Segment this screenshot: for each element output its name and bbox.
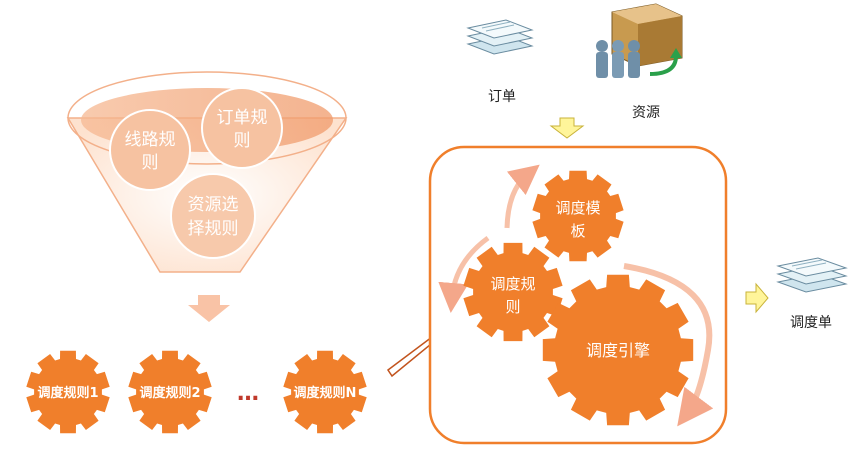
template-line1: 调度模 (555, 199, 600, 217)
output-arrow (745, 282, 769, 314)
rule-circle-route (109, 109, 191, 191)
instance-label-n: 调度规则N (294, 385, 357, 401)
gear-shape (542, 274, 694, 426)
funnel-rim (67, 71, 347, 165)
instance-label-1: 调度规则1 (37, 385, 98, 401)
instance-gear-1: 调度规则1 (26, 350, 110, 434)
dispatch-doc-icon (776, 257, 848, 293)
gear-shape (128, 350, 212, 434)
cycle-arrow-right (623, 263, 714, 427)
rule-line1: 调度规 (490, 275, 535, 293)
rule-circle-order (201, 87, 283, 169)
resource-label: 资源 (632, 105, 660, 121)
gear-rule: 调度规 则 (463, 242, 563, 342)
cycle-arrow-left (438, 235, 490, 313)
rule-order-line2: 则 (234, 131, 251, 151)
rule-order-line1: 订单规 (217, 108, 268, 128)
instance-gear-2: 调度规则2 (128, 350, 212, 434)
dispatch-order-label: 调度单 (790, 315, 832, 331)
resource-icon (596, 3, 683, 78)
rule-resource-line2: 择规则 (188, 219, 239, 239)
rule-route-line1: 线路规 (125, 130, 176, 150)
rule-line2: 则 (505, 298, 520, 316)
gear-template: 调度模 板 (532, 170, 624, 262)
gear-shape (26, 350, 110, 434)
rule-resource-line1: 资源选 (188, 195, 239, 215)
instance-gear-n: 调度规则N (283, 350, 367, 434)
order-label: 订单 (488, 89, 516, 105)
gear-shape (283, 350, 367, 434)
funnel: 线路规 则 订单规 则 资源选 择规则 (66, 71, 348, 273)
order-doc-icon (466, 19, 534, 55)
engine-label: 调度引擎 (586, 341, 650, 360)
gear-engine: 调度引擎 (542, 274, 694, 426)
gear-shape (532, 170, 624, 262)
inputs-down-arrow (549, 117, 585, 139)
template-line2: 板 (570, 222, 585, 240)
cycle-arrow-top (504, 164, 540, 229)
funnel-down-arrow (188, 295, 230, 322)
rule-route-line2: 则 (142, 153, 159, 173)
rule-circle-resource (170, 173, 256, 259)
ellipsis: … (237, 381, 259, 406)
instance-label-2: 调度规则2 (139, 385, 200, 401)
gear-shape (463, 242, 563, 342)
